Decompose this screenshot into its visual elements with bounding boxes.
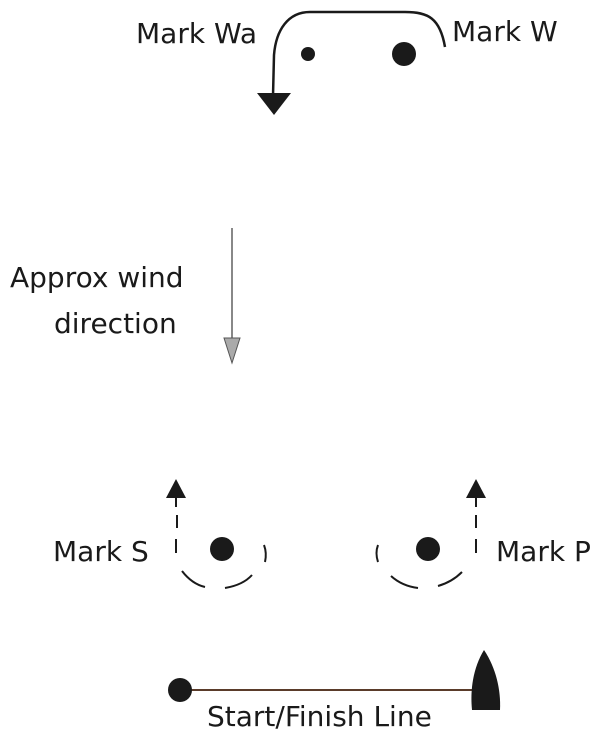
wind-label-line1: Approx wind	[10, 261, 184, 294]
mark-p-rounding-dash	[390, 575, 419, 589]
wind-label-line2: direction	[54, 307, 177, 340]
start-pin-buoy	[168, 678, 192, 702]
mark-w-label: Mark W	[452, 15, 558, 48]
mark-s-rounding-dash	[263, 544, 267, 563]
mark-wa-label: Mark Wa	[136, 17, 257, 50]
mark-p-label: Mark P	[496, 535, 591, 568]
rounding-path-arrow	[271, 10, 447, 97]
mark-p-buoy	[416, 537, 440, 561]
mark-w-buoy	[392, 42, 416, 66]
start-finish-label: Start/Finish Line	[207, 700, 432, 733]
committee-boat-icon	[471, 650, 501, 710]
mark-s-label: Mark S	[53, 535, 149, 568]
mark-s-arrowhead-icon	[166, 479, 186, 498]
mark-p-arrowhead-icon	[466, 479, 486, 498]
mark-wa-buoy	[301, 47, 315, 61]
mark-s-buoy	[210, 537, 234, 561]
rounding-arrowhead-icon	[257, 93, 291, 115]
mark-p-rounding-dash	[375, 544, 379, 563]
mark-s-rounding-dash	[181, 570, 206, 588]
wind-arrowhead-icon	[223, 337, 241, 365]
mark-p-rounding-dash	[437, 571, 463, 587]
mark-s-rounding-dash	[224, 574, 253, 589]
